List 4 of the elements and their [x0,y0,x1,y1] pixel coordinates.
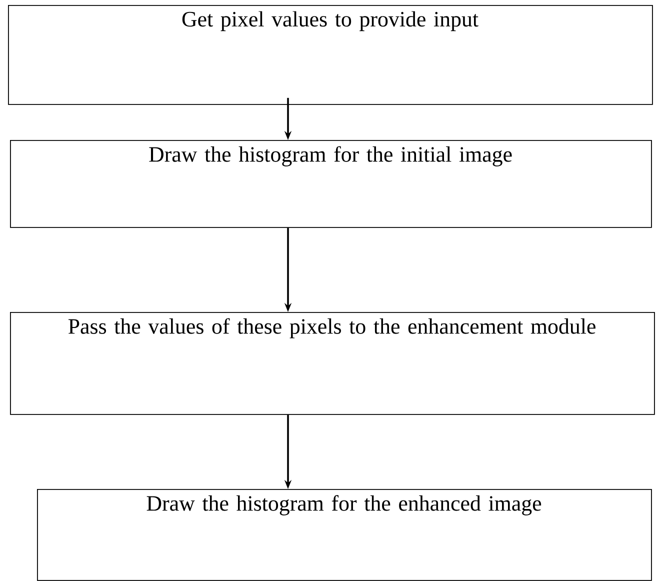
process-box: Get pixel values to provide input [8,5,653,105]
process-box: Draw the histogram for the initial image [10,140,652,228]
process-box: Pass the values of these pixels to the enhancement module [10,312,655,415]
process-box: Draw the histogram for the enhanced image [37,489,652,581]
